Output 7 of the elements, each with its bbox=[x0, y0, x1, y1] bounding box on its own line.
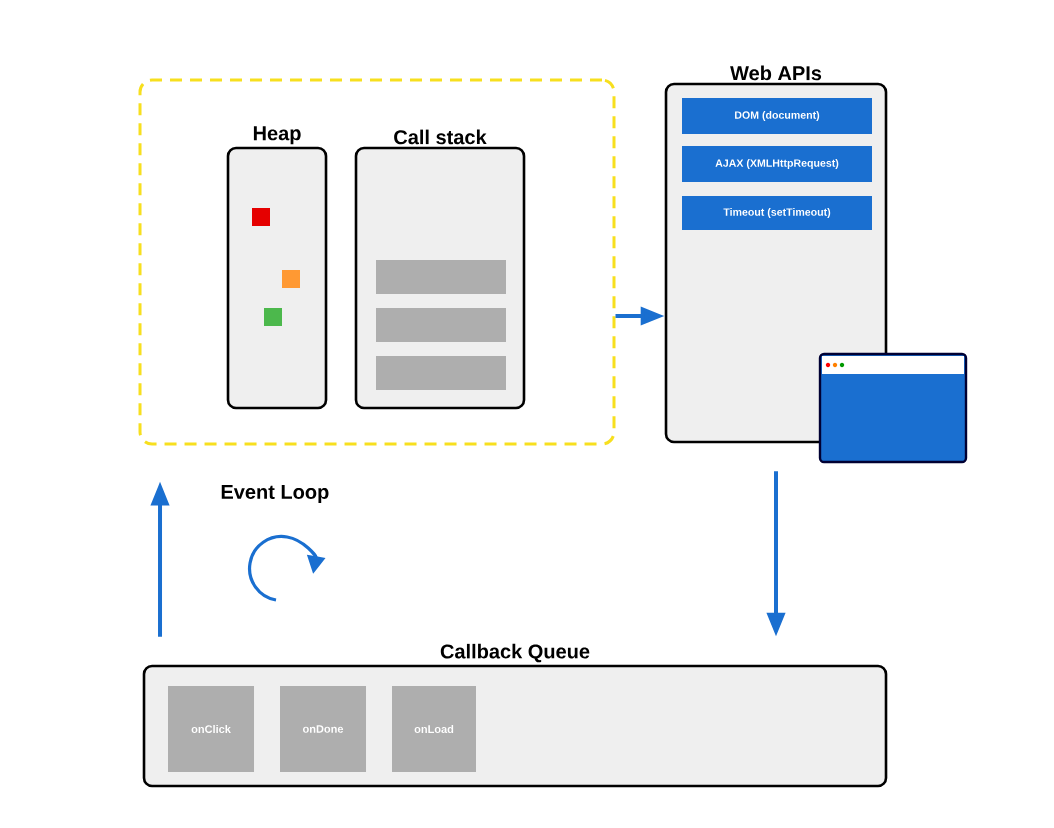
node-label: Call stack bbox=[394, 129, 487, 145]
node-label: Web APIs bbox=[730, 65, 822, 81]
event-loop-label: Event Loop bbox=[221, 485, 329, 503]
engine-box bbox=[138, 78, 616, 446]
panel-box: Heap bbox=[226, 126, 328, 410]
node-label: Callback Queue bbox=[440, 643, 590, 663]
node-label: Heap bbox=[253, 126, 301, 145]
